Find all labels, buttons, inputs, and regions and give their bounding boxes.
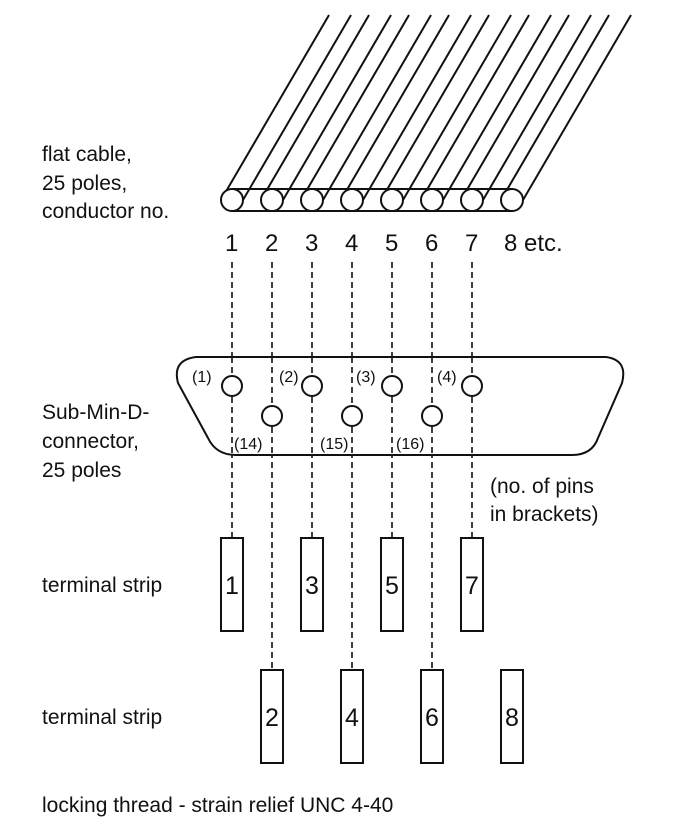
- pin-hole-14: [261, 405, 283, 427]
- pin-hole-16: [421, 405, 443, 427]
- conductor-number-1: 1: [225, 230, 238, 257]
- terminal-2: [260, 669, 284, 764]
- terminal-strip-bottom: 2 4 6 8: [260, 669, 524, 764]
- cable-conductor-6-edge-2: [442, 14, 552, 201]
- flat-cable-label-line-3: conductor no.: [42, 200, 169, 223]
- sub-d-connector-shell: [175, 356, 625, 456]
- cable-conductor-1-edge-2: [242, 14, 352, 201]
- cable-conductor-3-edge-1: [300, 14, 410, 201]
- terminal-label-4: 4: [345, 704, 359, 732]
- terminal-label-3: 3: [305, 572, 319, 600]
- terminal-strip-bottom-label: terminal strip: [42, 706, 162, 729]
- conductor-number-8: 8 etc.: [504, 230, 563, 257]
- footer-note: locking thread - strain relief UNC 4-40: [42, 794, 393, 817]
- pin-hole-4: [461, 375, 483, 397]
- pin-label-1: (1): [192, 369, 212, 386]
- connector-label-line-1: Sub-Min-D-: [42, 401, 149, 424]
- flat-cable: [220, 14, 632, 212]
- pin-label-14: (14): [234, 436, 262, 453]
- flat-cable-label-line-1: flat cable,: [42, 143, 132, 166]
- cable-conductor-end-7: [460, 188, 484, 212]
- conductor-number-4: 4: [345, 230, 358, 257]
- pins-note-line-1: (no. of pins: [490, 475, 594, 498]
- cable-conductor-end-8: [500, 188, 524, 212]
- terminal-label-1: 1: [225, 572, 239, 600]
- terminal-strip-top: 1 3 5 7: [220, 537, 484, 632]
- cable-conductor-7-edge-2: [482, 14, 592, 201]
- conductor-number-2: 2: [265, 230, 278, 257]
- cable-conductor-5-edge-2: [402, 14, 512, 201]
- pin-label-3: (3): [356, 369, 376, 386]
- terminal-3: [300, 537, 324, 632]
- cable-conductor-end-1: [220, 188, 244, 212]
- pin-hole-15: [341, 405, 363, 427]
- connector-label-line-3: 25 poles: [42, 459, 121, 482]
- terminal-label-6: 6: [425, 704, 439, 732]
- terminal-label-7: 7: [465, 572, 479, 600]
- cable-conductor-8-edge-1: [500, 14, 610, 201]
- cable-conductor-5-edge-1: [380, 14, 490, 201]
- cable-conductor-2-edge-2: [282, 14, 392, 201]
- cable-conductor-end-4: [340, 188, 364, 212]
- terminal-8: [500, 669, 524, 764]
- cable-conductor-4-edge-2: [362, 14, 472, 201]
- terminal-label-2: 2: [265, 704, 279, 732]
- terminal-5: [380, 537, 404, 632]
- conductor-number-3: 3: [305, 230, 318, 257]
- terminal-4: [340, 669, 364, 764]
- pin-label-16: (16): [396, 436, 424, 453]
- connector-label-line-2: connector,: [42, 430, 139, 453]
- terminal-label-5: 5: [385, 572, 399, 600]
- terminal-6: [420, 669, 444, 764]
- pin-hole-3: [381, 375, 403, 397]
- terminal-7: [460, 537, 484, 632]
- pin-label-15: (15): [320, 436, 348, 453]
- cable-conductor-1-edge-1: [220, 14, 330, 201]
- pin-label-4: (4): [437, 369, 457, 386]
- cable-conductor-4-edge-1: [340, 14, 450, 201]
- terminal-strip-top-label: terminal strip: [42, 574, 162, 597]
- connector-pins: [221, 375, 483, 427]
- terminal-label-8: 8: [505, 704, 519, 732]
- conductor-numbers: 1 2 3 4 5 6 7 8 etc.: [225, 230, 563, 257]
- cable-conductor-end-2: [260, 188, 284, 212]
- terminal-1: [220, 537, 244, 632]
- cable-conductor-7-edge-1: [460, 14, 570, 201]
- pins-note-line-2: in brackets): [490, 503, 599, 526]
- conductor-number-7: 7: [465, 230, 478, 257]
- pin-hole-2: [301, 375, 323, 397]
- conductor-number-5: 5: [385, 230, 398, 257]
- cable-conductor-end-5: [380, 188, 404, 212]
- pin-label-2: (2): [279, 369, 299, 386]
- conductor-number-6: 6: [425, 230, 438, 257]
- cable-conductor-2-edge-1: [260, 14, 370, 201]
- pin-hole-1: [221, 375, 243, 397]
- cable-conductor-8-edge-2: [522, 14, 632, 201]
- cable-conductor-end-6: [420, 188, 444, 212]
- cable-conductor-ends: [220, 188, 524, 212]
- cable-conductor-end-3: [300, 188, 324, 212]
- cable-conductor-lines: [220, 14, 632, 201]
- wires: [231, 262, 473, 670]
- cable-conductor-6-edge-1: [420, 14, 530, 201]
- wires-through-connector: [231, 357, 473, 455]
- cable-conductor-3-edge-2: [322, 14, 432, 201]
- pin-labels: (1) (2) (3) (4) (14) (15) (16): [192, 369, 457, 453]
- flat-cable-label-line-2: 25 poles,: [42, 172, 127, 195]
